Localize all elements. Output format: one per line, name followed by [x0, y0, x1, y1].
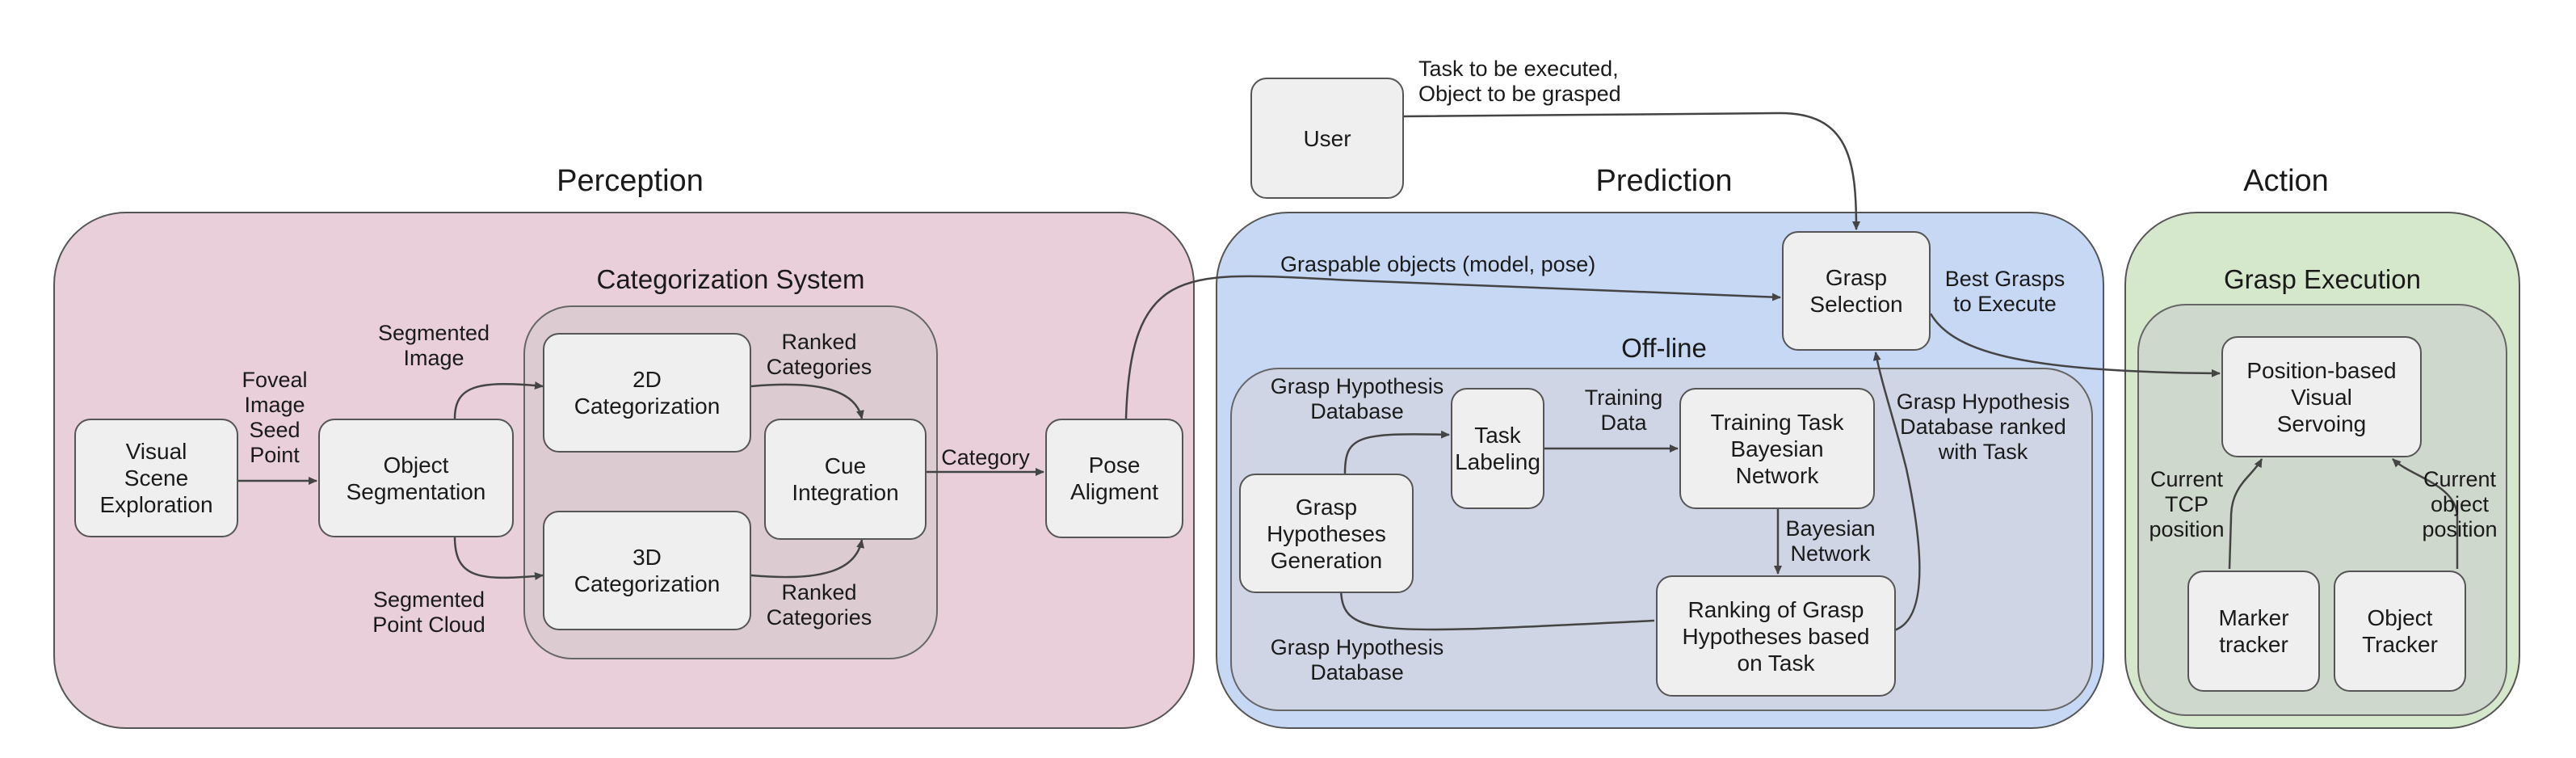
edge-generation-to-ranking — [1339, 586, 1655, 631]
object-segmentation-node: Object Segmentation — [318, 419, 514, 537]
offline-title: Off-line — [1621, 333, 1707, 363]
edge-pose-to-grasp-selection — [1124, 275, 1781, 419]
label-task-object: Task to be executed, Object to be graspe… — [1418, 57, 1621, 106]
categorization-3d-node: 3D Categorization — [543, 511, 751, 630]
label-best-grasps: Best Grasps to Execute — [1944, 267, 2065, 316]
label-segmented-image: Segmented Image — [377, 321, 490, 370]
user-node: User — [1250, 78, 1404, 199]
edge-segmentation-to-2d — [453, 381, 544, 419]
pose-alignment-node: Pose Aligment — [1045, 419, 1183, 538]
ranking-node: Ranking of Grasp Hypotheses based on Tas… — [1656, 575, 1896, 697]
label-category: Category — [941, 445, 1030, 470]
edge-2d-to-cue — [750, 383, 864, 419]
categorization-2d-node: 2D Categorization — [543, 333, 751, 453]
section-title-perception: Perception — [557, 164, 704, 198]
position-visual-servoing-node: Position-based Visual Servoing — [2221, 336, 2422, 457]
grasp-hypotheses-generation-node: Grasp Hypotheses Generation — [1239, 474, 1414, 593]
label-ranked-categories-top: Ranked Categories — [766, 330, 872, 379]
training-task-bn-node: Training Task Bayesian Network — [1679, 388, 1875, 509]
label-ghd-top: Grasp Hypothesis Database — [1270, 374, 1444, 423]
categorization-system-title: Categorization System — [596, 264, 865, 294]
edge-ghd-to-task-labeling — [1343, 430, 1450, 474]
section-title-action: Action — [2243, 164, 2329, 198]
edge-ranking-to-grasp-selection — [1872, 352, 1921, 632]
cue-integration-node: Cue Integration — [764, 419, 927, 540]
object-tracker-node: Object Tracker — [2334, 571, 2466, 692]
grasp-selection-node: Grasp Selection — [1782, 231, 1931, 351]
label-ranked-categories-bottom: Ranked Categories — [766, 580, 872, 630]
edge-marker-to-servoing — [2228, 458, 2263, 570]
edge-segmentation-to-3d — [453, 536, 544, 580]
label-current-tcp: Current TCP position — [2149, 467, 2225, 541]
edge-3d-to-cue — [750, 539, 865, 579]
section-title-prediction: Prediction — [1595, 164, 1733, 198]
label-graspable-objects: Graspable objects (model, pose) — [1280, 252, 1596, 276]
label-ghd-ranked: Grasp Hypothesis Database ranked with Ta… — [1896, 390, 2070, 464]
edge-grasp-selection-to-servoing — [1929, 313, 2221, 377]
edge-object-tracker-to-servoing — [2392, 458, 2459, 569]
label-training-data: Training Data — [1584, 385, 1663, 435]
marker-tracker-node: Marker tracker — [2187, 571, 2320, 692]
label-bayesian-network: Bayesian Network — [1785, 516, 1876, 566]
label-ghd-bottom: Grasp Hypothesis Database — [1270, 635, 1444, 684]
task-labeling-node: Task Labeling — [1451, 388, 1544, 509]
label-current-object: Current object position — [2422, 467, 2498, 541]
visual-scene-exploration-node: Visual Scene Exploration — [74, 419, 238, 537]
grasp-execution-title: Grasp Execution — [2224, 264, 2421, 294]
edge-user-to-grasp-selection — [1403, 112, 1860, 230]
label-foveal-seed-point: Foveal Image Seed Point — [242, 368, 308, 467]
label-segmented-point-cloud: Segmented Point Cloud — [372, 587, 485, 637]
